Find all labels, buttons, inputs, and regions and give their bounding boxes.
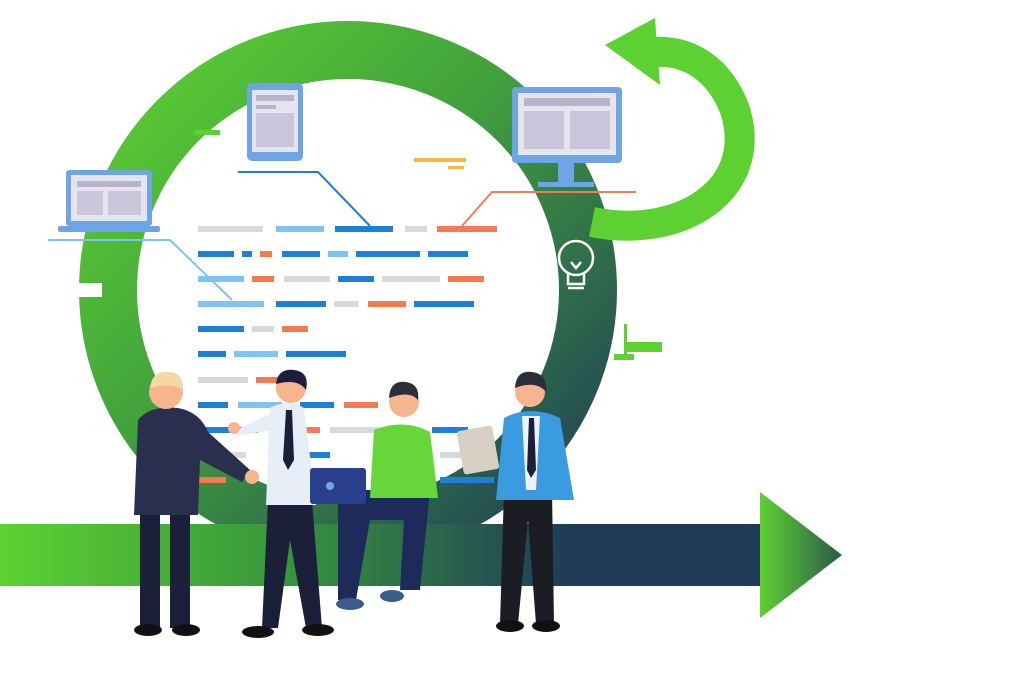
monitor-icon: [512, 87, 622, 187]
laptop-icon: [58, 170, 160, 232]
tablet-icon: [247, 83, 303, 161]
person-green-shirt: [310, 381, 438, 610]
person-navy-suit: [134, 371, 259, 636]
connector-lines: [48, 171, 636, 301]
forward-arrow-icon: [0, 492, 842, 618]
refresh-arrow-icon: [589, 18, 755, 241]
code-lines: [198, 226, 497, 483]
decorative-dashes: [82, 130, 662, 360]
person-white-shirt: [228, 369, 334, 638]
lightbulb-icon: [557, 239, 595, 290]
person-blue-jacket: [456, 371, 574, 632]
